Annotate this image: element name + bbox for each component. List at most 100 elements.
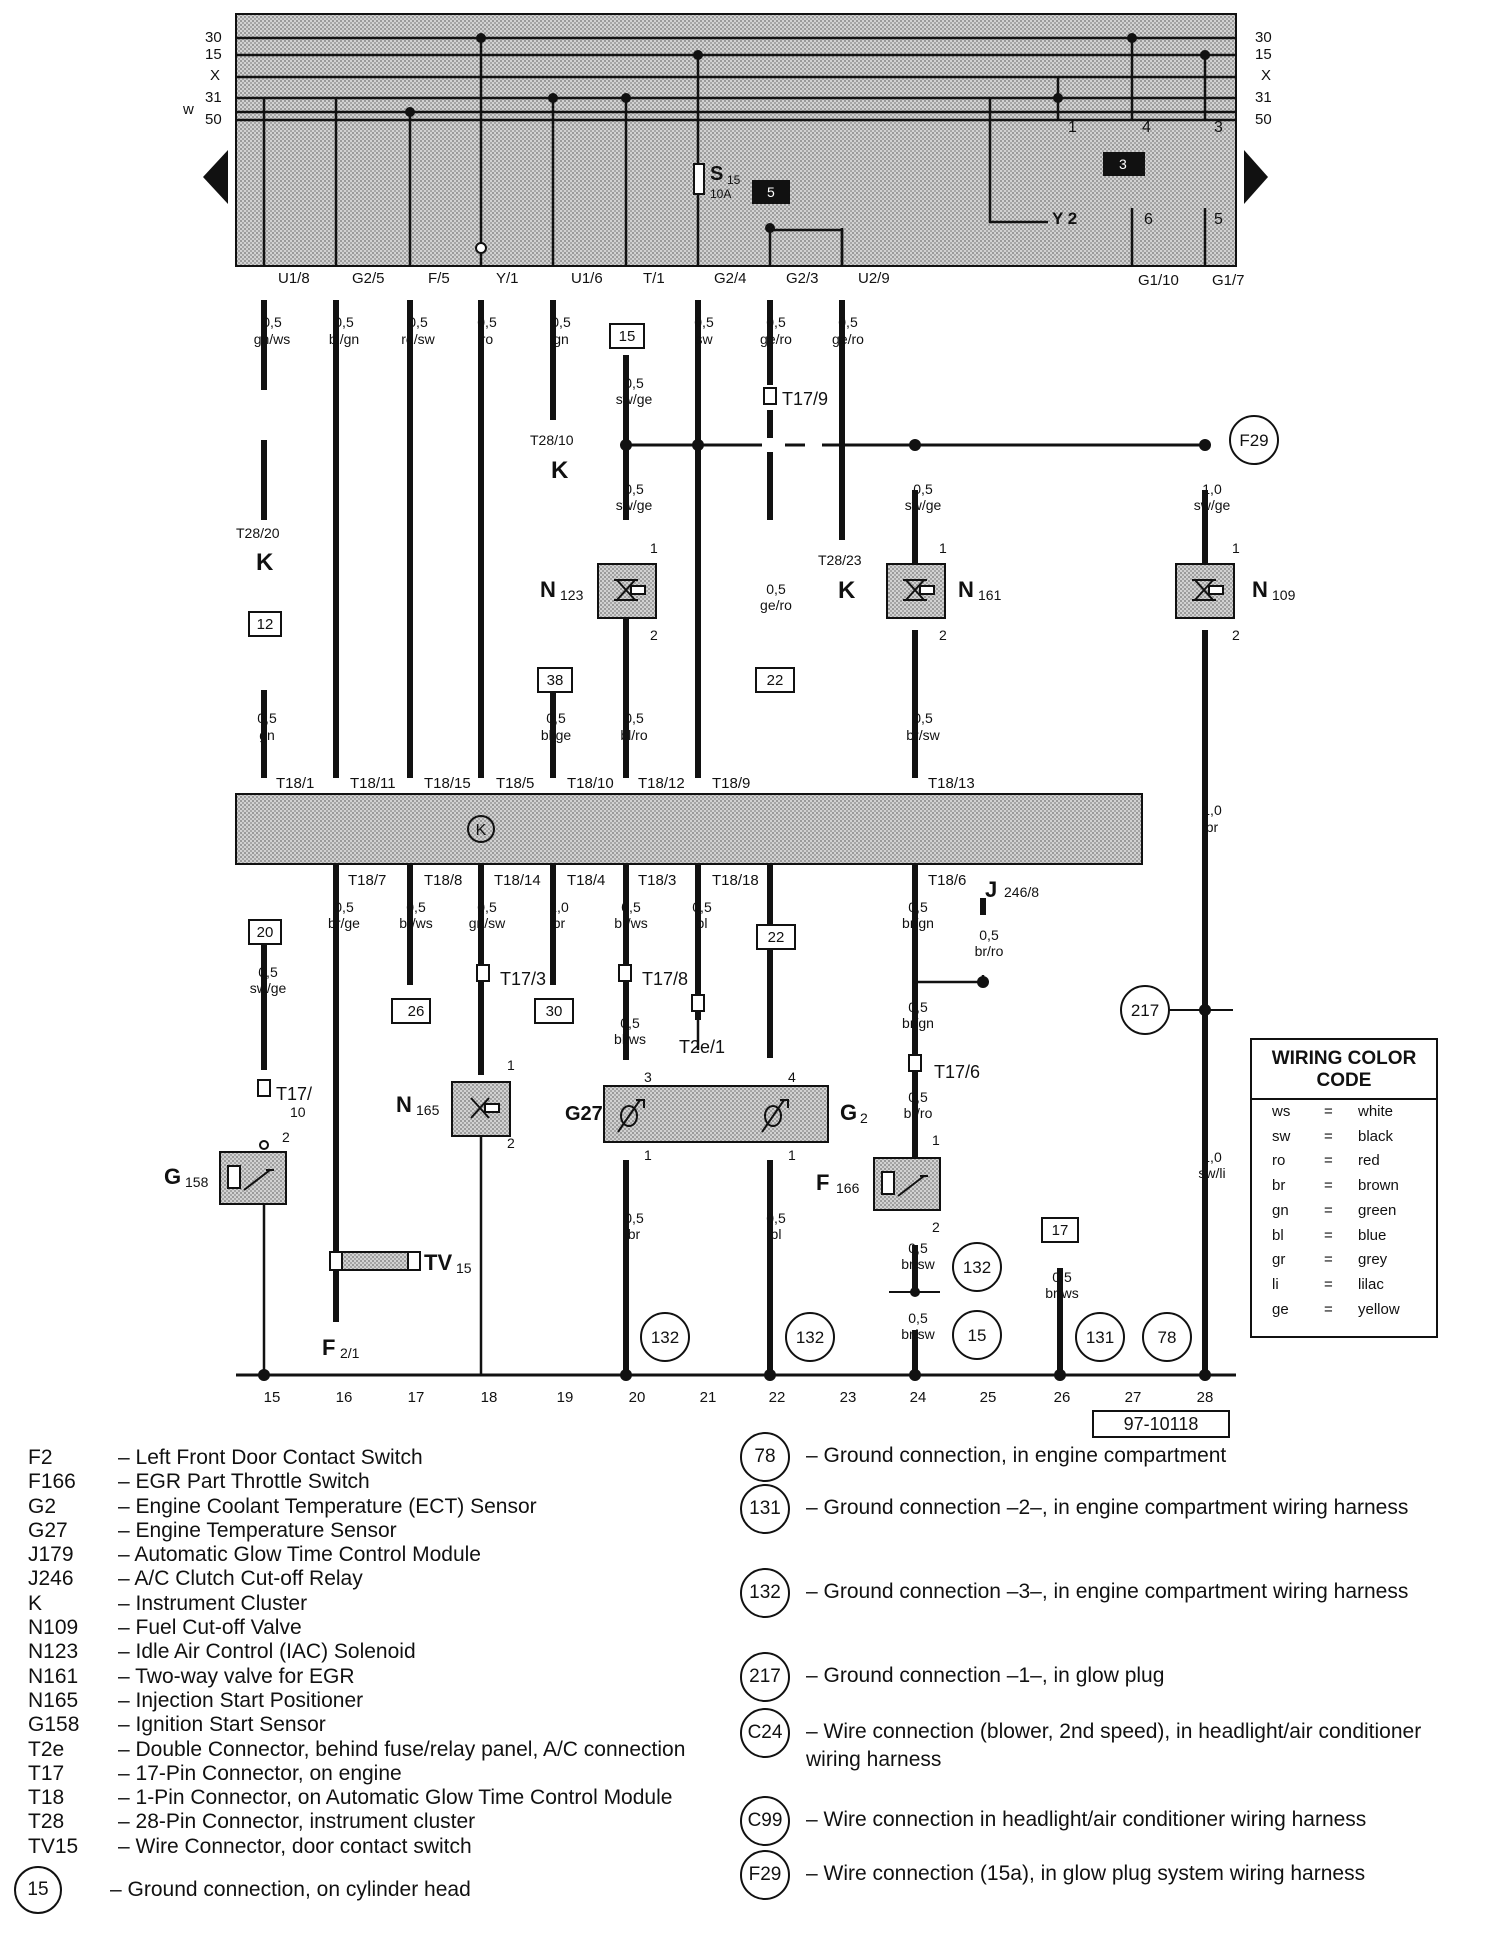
ground-legend-circle: 78 bbox=[740, 1432, 790, 1482]
svg-text:T18/7: T18/7 bbox=[348, 872, 386, 889]
legend-desc: – Instrument Cluster bbox=[118, 1591, 308, 1615]
svg-text:F29: F29 bbox=[1239, 431, 1268, 450]
legend-desc: – Automatic Glow Time Control Module bbox=[118, 1543, 481, 1567]
svg-text:0,5: 0,5 bbox=[551, 314, 571, 330]
ground-15-desc: – Ground connection, on cylinder head bbox=[110, 1878, 471, 1901]
wires bbox=[261, 300, 1208, 1375]
terminal-y2: Y 2 bbox=[1052, 209, 1077, 228]
svg-text:br/ro: br/ro bbox=[904, 1105, 933, 1121]
svg-text:78: 78 bbox=[1158, 1328, 1177, 1347]
svg-text:T18/10: T18/10 bbox=[567, 775, 614, 792]
legend-row: F166– EGR Part Throttle Switch bbox=[28, 1470, 685, 1494]
svg-text:T18/13: T18/13 bbox=[928, 775, 975, 792]
conn-g1-10: G1/10 bbox=[1138, 272, 1179, 289]
legend-desc: – 17-Pin Connector, on engine bbox=[118, 1761, 402, 1785]
previous-page-arrow-icon[interactable] bbox=[203, 150, 228, 204]
svg-text:T17/8: T17/8 bbox=[642, 969, 688, 989]
legend-code: T18 bbox=[28, 1786, 65, 1810]
svg-text:br/ws: br/ws bbox=[614, 915, 647, 931]
svg-text:T28/10: T28/10 bbox=[530, 432, 574, 448]
svg-text:sw/ge: sw/ge bbox=[616, 391, 653, 407]
bus-lines bbox=[236, 36, 1236, 122]
legend-row: T28– 28-Pin Connector, instrument cluste… bbox=[28, 1810, 685, 1834]
svg-text:1: 1 bbox=[644, 1147, 652, 1163]
svg-text:T2e/1: T2e/1 bbox=[679, 1037, 725, 1057]
svg-text:15: 15 bbox=[619, 328, 636, 345]
conn-g1-7: G1/7 bbox=[1212, 272, 1245, 289]
color-code-code: br bbox=[1272, 1177, 1286, 1195]
svg-text:br/ge: br/ge bbox=[328, 915, 360, 931]
svg-text:2: 2 bbox=[650, 627, 658, 643]
conn-u1-8: U1/8 bbox=[278, 270, 310, 287]
ground-15-legend: 15 – Ground connection, on cylinder head bbox=[14, 1866, 471, 1914]
svg-text:19: 19 bbox=[557, 1389, 574, 1406]
ignition-start-sensor-g158: G 158 bbox=[164, 1140, 287, 1205]
svg-text:T17/9: T17/9 bbox=[782, 389, 828, 409]
color-code-eq: = bbox=[1324, 1103, 1333, 1120]
legend-code: J179 bbox=[28, 1543, 74, 1567]
svg-text:2: 2 bbox=[1232, 627, 1240, 643]
svg-text:1: 1 bbox=[507, 1057, 515, 1073]
svg-text:10: 10 bbox=[290, 1104, 306, 1120]
ground-legend-desc: – Ground connection –1–, in glow plug bbox=[806, 1664, 1165, 1687]
svg-text:br/sw: br/sw bbox=[906, 727, 940, 743]
ground-legend-desc: – Wire connection in headlight/air condi… bbox=[806, 1808, 1367, 1831]
conn-y-1: Y/1 bbox=[496, 270, 519, 287]
ground-legend-item: C24– Wire connection (blower, 2nd speed)… bbox=[740, 1708, 1480, 1774]
fuse-name: S bbox=[710, 163, 723, 185]
svg-text:br/sw: br/sw bbox=[901, 1256, 935, 1272]
legend-row: N161– Two-way valve for EGR bbox=[28, 1665, 685, 1689]
module-symbol: K bbox=[476, 822, 487, 839]
svg-text:0,5: 0,5 bbox=[624, 1210, 644, 1226]
svg-text:T28/20: T28/20 bbox=[236, 525, 280, 541]
svg-text:1,0: 1,0 bbox=[1202, 1149, 1222, 1165]
svg-text:0,5: 0,5 bbox=[1052, 1269, 1072, 1285]
j246-label: J 246/8 bbox=[985, 877, 1039, 902]
svg-text:26: 26 bbox=[408, 1003, 425, 1020]
svg-text:br/ws: br/ws bbox=[1045, 1285, 1078, 1301]
ground-legend-item: 217– Ground connection –1–, in glow plug bbox=[740, 1652, 1480, 1702]
f2-label: F 2/1 bbox=[322, 1335, 360, 1361]
svg-text:br: br bbox=[553, 915, 566, 931]
color-code-name: green bbox=[1358, 1201, 1397, 1219]
ground-legend-item: 132– Ground connection –3–, in engine co… bbox=[740, 1568, 1480, 1618]
svg-text:K: K bbox=[838, 577, 856, 604]
svg-text:23: 23 bbox=[840, 1389, 857, 1406]
svg-text:sw/ge: sw/ge bbox=[1194, 497, 1231, 513]
svg-text:165: 165 bbox=[416, 1102, 440, 1118]
legend-code: F2 bbox=[28, 1446, 53, 1469]
wire-labels-bottom: 0,5br/ge 0,5br/ws 0,5gn/sw 1,0br 0,5br/w… bbox=[250, 899, 1226, 1342]
legend-row: N109– Fuel Cut-off Valve bbox=[28, 1616, 685, 1640]
conn-u1-6: U1/6 bbox=[571, 270, 603, 287]
next-page-arrow-icon[interactable] bbox=[1244, 150, 1268, 204]
svg-text:T18/6: T18/6 bbox=[928, 872, 966, 889]
svg-text:0,5: 0,5 bbox=[913, 481, 933, 497]
bus-label-50-right: 50 bbox=[1255, 111, 1272, 128]
svg-text:166: 166 bbox=[836, 1180, 860, 1196]
fuse-s15: S 15 10A 5 bbox=[693, 163, 790, 204]
svg-text:38: 38 bbox=[547, 672, 564, 689]
bus-label-50-left: 50 bbox=[205, 111, 222, 128]
svg-text:bl: bl bbox=[771, 1226, 782, 1242]
glow-control-module bbox=[235, 793, 1143, 865]
legend-code: J246 bbox=[28, 1567, 74, 1591]
svg-text:T18/15: T18/15 bbox=[424, 775, 471, 792]
bus-label-30-left: 30 bbox=[205, 29, 222, 46]
svg-text:T18/4: T18/4 bbox=[567, 872, 605, 889]
svg-text:0,5: 0,5 bbox=[406, 899, 426, 915]
color-code-eq: = bbox=[1324, 1177, 1333, 1195]
svg-text:161: 161 bbox=[978, 587, 1002, 603]
svg-text:T17/3: T17/3 bbox=[500, 969, 546, 989]
panel-internal-wiring bbox=[262, 38, 1207, 266]
legend-row: J246– A/C Clutch Cut-off Relay bbox=[28, 1567, 685, 1591]
svg-text:F: F bbox=[322, 1335, 335, 1360]
legend-desc: – EGR Part Throttle Switch bbox=[118, 1470, 370, 1494]
svg-text:J: J bbox=[985, 877, 997, 902]
svg-text:0,5: 0,5 bbox=[908, 1240, 928, 1256]
legend-desc: – Idle Air Control (IAC) Solenoid bbox=[118, 1640, 416, 1664]
legend-desc: – Engine Coolant Temperature (ECT) Senso… bbox=[118, 1494, 537, 1518]
ground-legend-circle: C99 bbox=[740, 1796, 790, 1846]
svg-text:28: 28 bbox=[1197, 1389, 1214, 1406]
connector-labels-bottom: T17/3 T17/8 T17/6 T17/ 10 T2e/1 1 2 2 1 … bbox=[276, 969, 980, 1235]
svg-text:0,5: 0,5 bbox=[258, 964, 278, 980]
